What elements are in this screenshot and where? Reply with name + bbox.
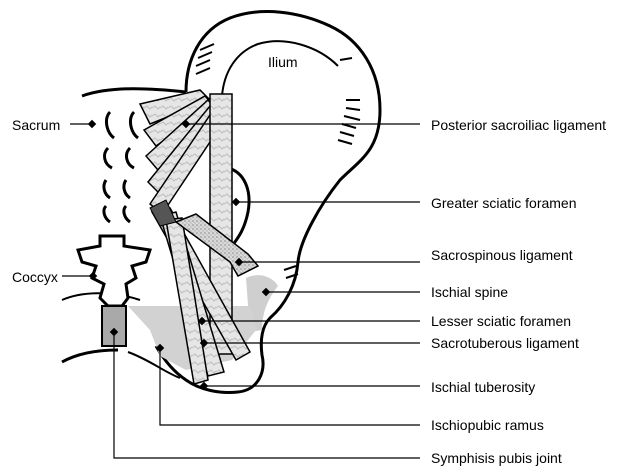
leader-lines [62, 123, 420, 459]
sacrum-label: Sacrum [12, 117, 61, 133]
ischial-spine-shape [246, 275, 278, 332]
ilium-bone-outline [154, 10, 382, 394]
posterior-sacroiliac-ligament [138, 89, 223, 216]
iliac-crest-inner [221, 40, 339, 97]
coccyx-shape [76, 234, 152, 308]
ischial-spine-label: Ischial spine [431, 284, 509, 300]
pelvic-floor-line [127, 351, 181, 379]
sacrospinous-ligament-label: Sacrospinous ligament [431, 247, 573, 263]
greater-sciatic-notch [227, 166, 251, 247]
pelvic-brim-lower [61, 348, 119, 364]
bone-hatching [195, 43, 361, 279]
ischial-tuberosity-label: Ischial tuberosity [431, 379, 536, 395]
sacrotuberous-ligament [150, 207, 252, 385]
coccyx-label: Coccyx [12, 269, 58, 285]
lesser-sciatic-foramen-label: Lesser sciatic foramen [431, 313, 572, 329]
ilium-label: Ilium [268, 54, 298, 70]
ischiopubic-ramus-label: Ischiopubic ramus [431, 417, 544, 433]
sacral-foramina [102, 110, 140, 224]
sacrum-top-edge [81, 87, 187, 98]
pubic-arch-line [61, 292, 141, 301]
sacrospinous-attachment [149, 199, 177, 227]
posterior-sacroiliac-ligament-label: Posterior sacroiliac ligament [431, 117, 607, 133]
sacrotuberous-ligament-label: Sacrotuberous ligament [431, 335, 579, 351]
symphisis-pubis-joint-label: Symphisis pubis joint [431, 450, 562, 466]
greater-sciatic-foramen-label: Greater sciatic foramen [431, 195, 577, 211]
